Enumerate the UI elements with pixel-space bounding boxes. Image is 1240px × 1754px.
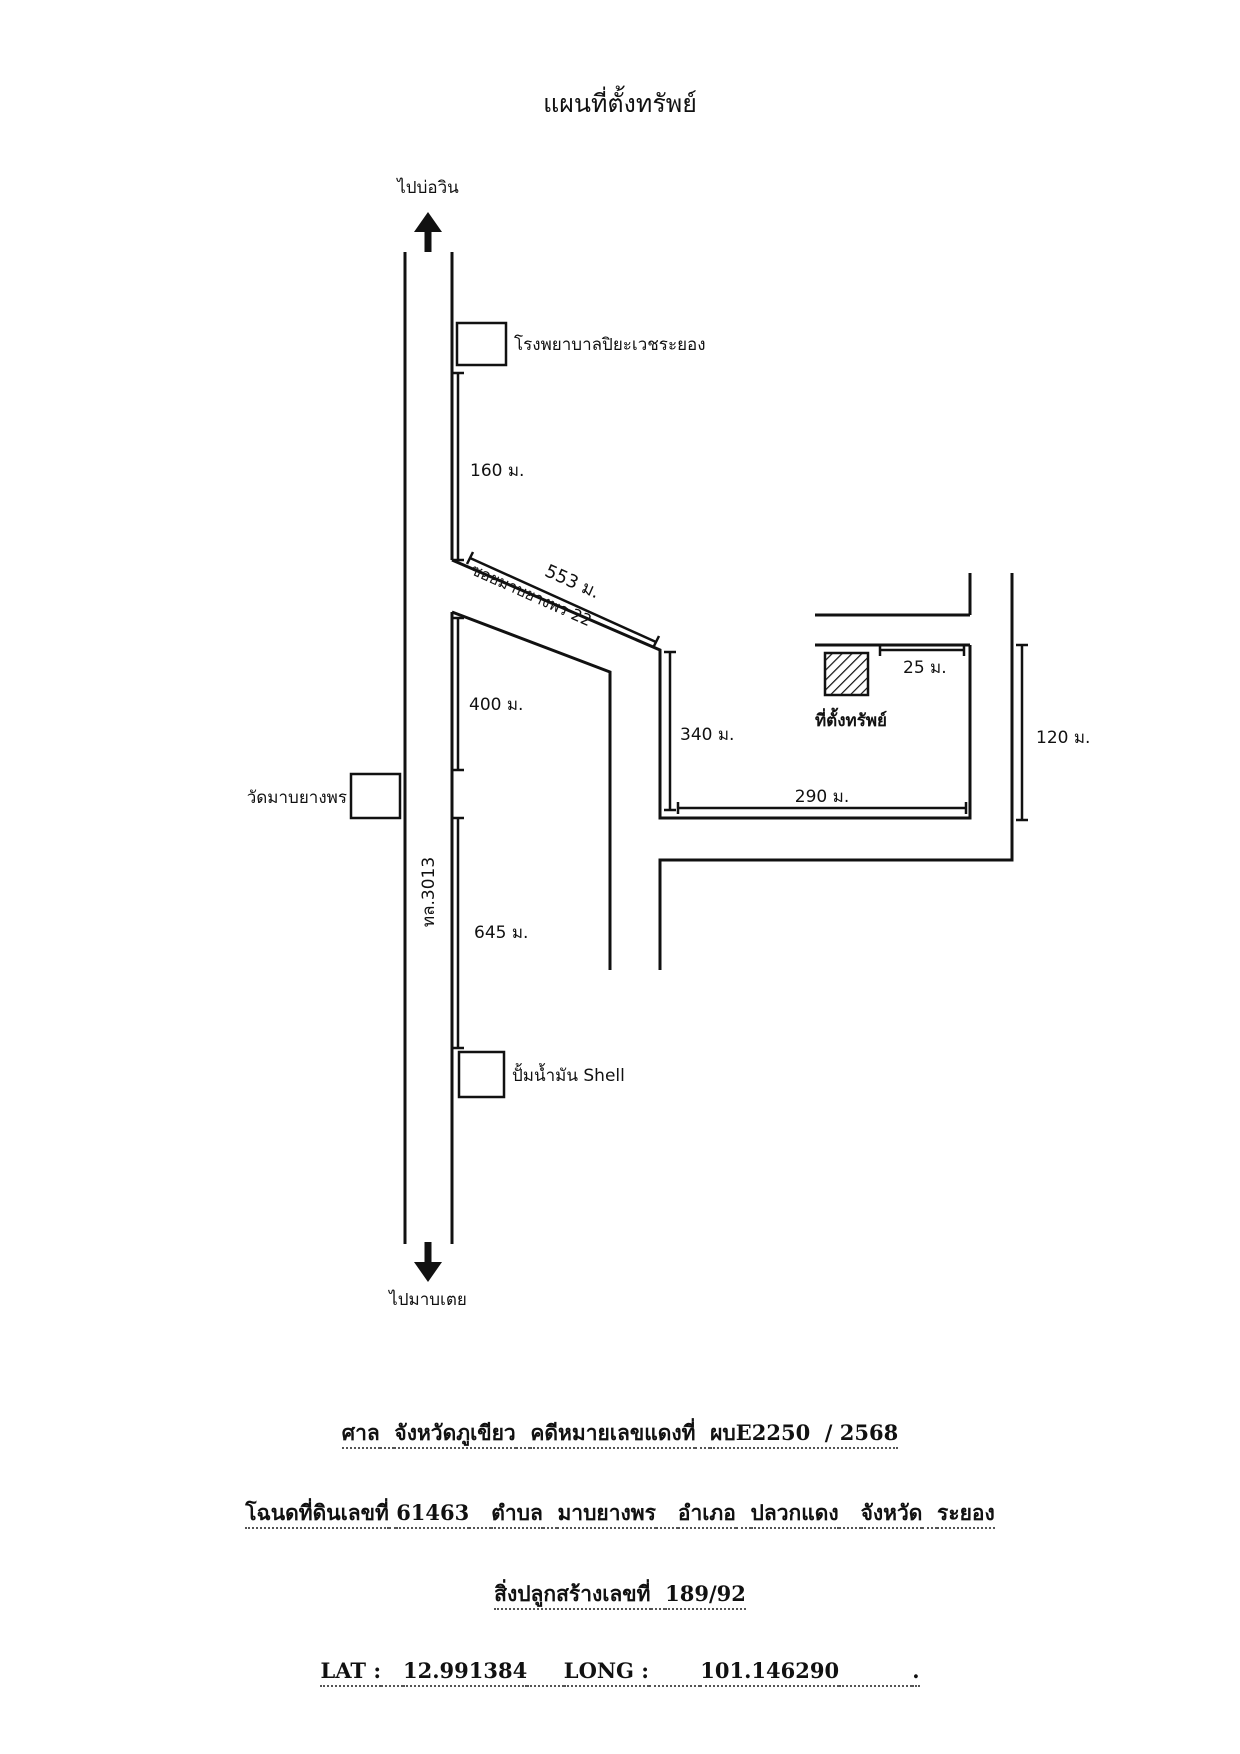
north-destination-label: ไปบ่อวิน [395, 177, 459, 198]
page-title: แผนที่ตั้งทรัพย์ [543, 89, 697, 118]
temple-marker [349, 772, 402, 820]
highway-label: ทล.3013 [419, 857, 439, 927]
property-label: ที่ตั้งทรัพย์ [815, 707, 887, 731]
lat-label: LAT : [320, 1658, 382, 1687]
tambon-name: มาบยางพร [557, 1500, 656, 1529]
highway-3013 [403, 252, 454, 1244]
property-marker [823, 651, 870, 697]
court-label: ศาล [341, 1420, 380, 1449]
court-name: จังหวัดภูเขียว [394, 1420, 516, 1449]
tambon-label: ตำบล [491, 1500, 543, 1529]
province-label: จังหวัด [860, 1500, 923, 1529]
long-label: LONG : [563, 1658, 650, 1687]
court-case-line: ศาล จังหวัดภูเขียว คดีหมายเลขแดงที่ ผบE2… [0, 1417, 1240, 1450]
distance-400: 400 ม. [469, 695, 523, 715]
building-number: 189/92 [665, 1581, 746, 1610]
building-line: สิ่งปลูกสร้างเลขที่ 189/92 [0, 1578, 1240, 1611]
hospital-marker [455, 321, 508, 367]
building-label: สิ่งปลูกสร้างเลขที่ [494, 1581, 651, 1610]
soi-road [451, 558, 1014, 970]
temple-label: วัดมาบยางพร [247, 788, 347, 808]
distance-340: 340 ม. [680, 725, 734, 745]
north-arrow-icon [414, 212, 442, 252]
deed-number: 61463 [396, 1500, 470, 1529]
distance-25: 25 ม. [903, 658, 947, 678]
province-name: ระยอง [937, 1500, 995, 1529]
distance-160: 160 ม. [470, 461, 524, 481]
amphoe-name: ปลวกแดง [750, 1500, 839, 1529]
coordinates-end-dot: . [912, 1658, 920, 1687]
soi-label: ซอยมาบยางพร 22 [468, 560, 595, 630]
coordinates-line: LAT : 12.991384 LONG : 101.146290 . [0, 1658, 1240, 1687]
south-destination-label: ไปมาบเตย [387, 1289, 467, 1310]
amphoe-label: อำเภอ [677, 1500, 736, 1529]
gas-station-label: ปั้มน้ำมัน Shell [512, 1063, 625, 1086]
dimension-lines [452, 371, 1028, 1050]
deed-label: โฉนดที่ดินเลขที่ [245, 1500, 389, 1529]
case-number: ผบE2250 / 2568 [710, 1420, 899, 1449]
lat-value: 12.991384 [403, 1658, 528, 1687]
case-label: คดีหมายเลขแดงที่ [530, 1420, 696, 1449]
land-deed-line: โฉนดที่ดินเลขที่ 61463 ตำบล มาบยางพร อำเ… [0, 1497, 1240, 1530]
south-arrow-icon [414, 1242, 442, 1282]
distance-120: 120 ม. [1036, 728, 1090, 748]
hospital-label: โรงพยาบาลปิยะเวชระยอง [514, 334, 706, 355]
distance-290: 290 ม. [795, 787, 849, 807]
distance-645: 645 ม. [474, 923, 528, 943]
long-value: 101.146290 [700, 1658, 840, 1687]
gas-station-marker [457, 1050, 506, 1099]
